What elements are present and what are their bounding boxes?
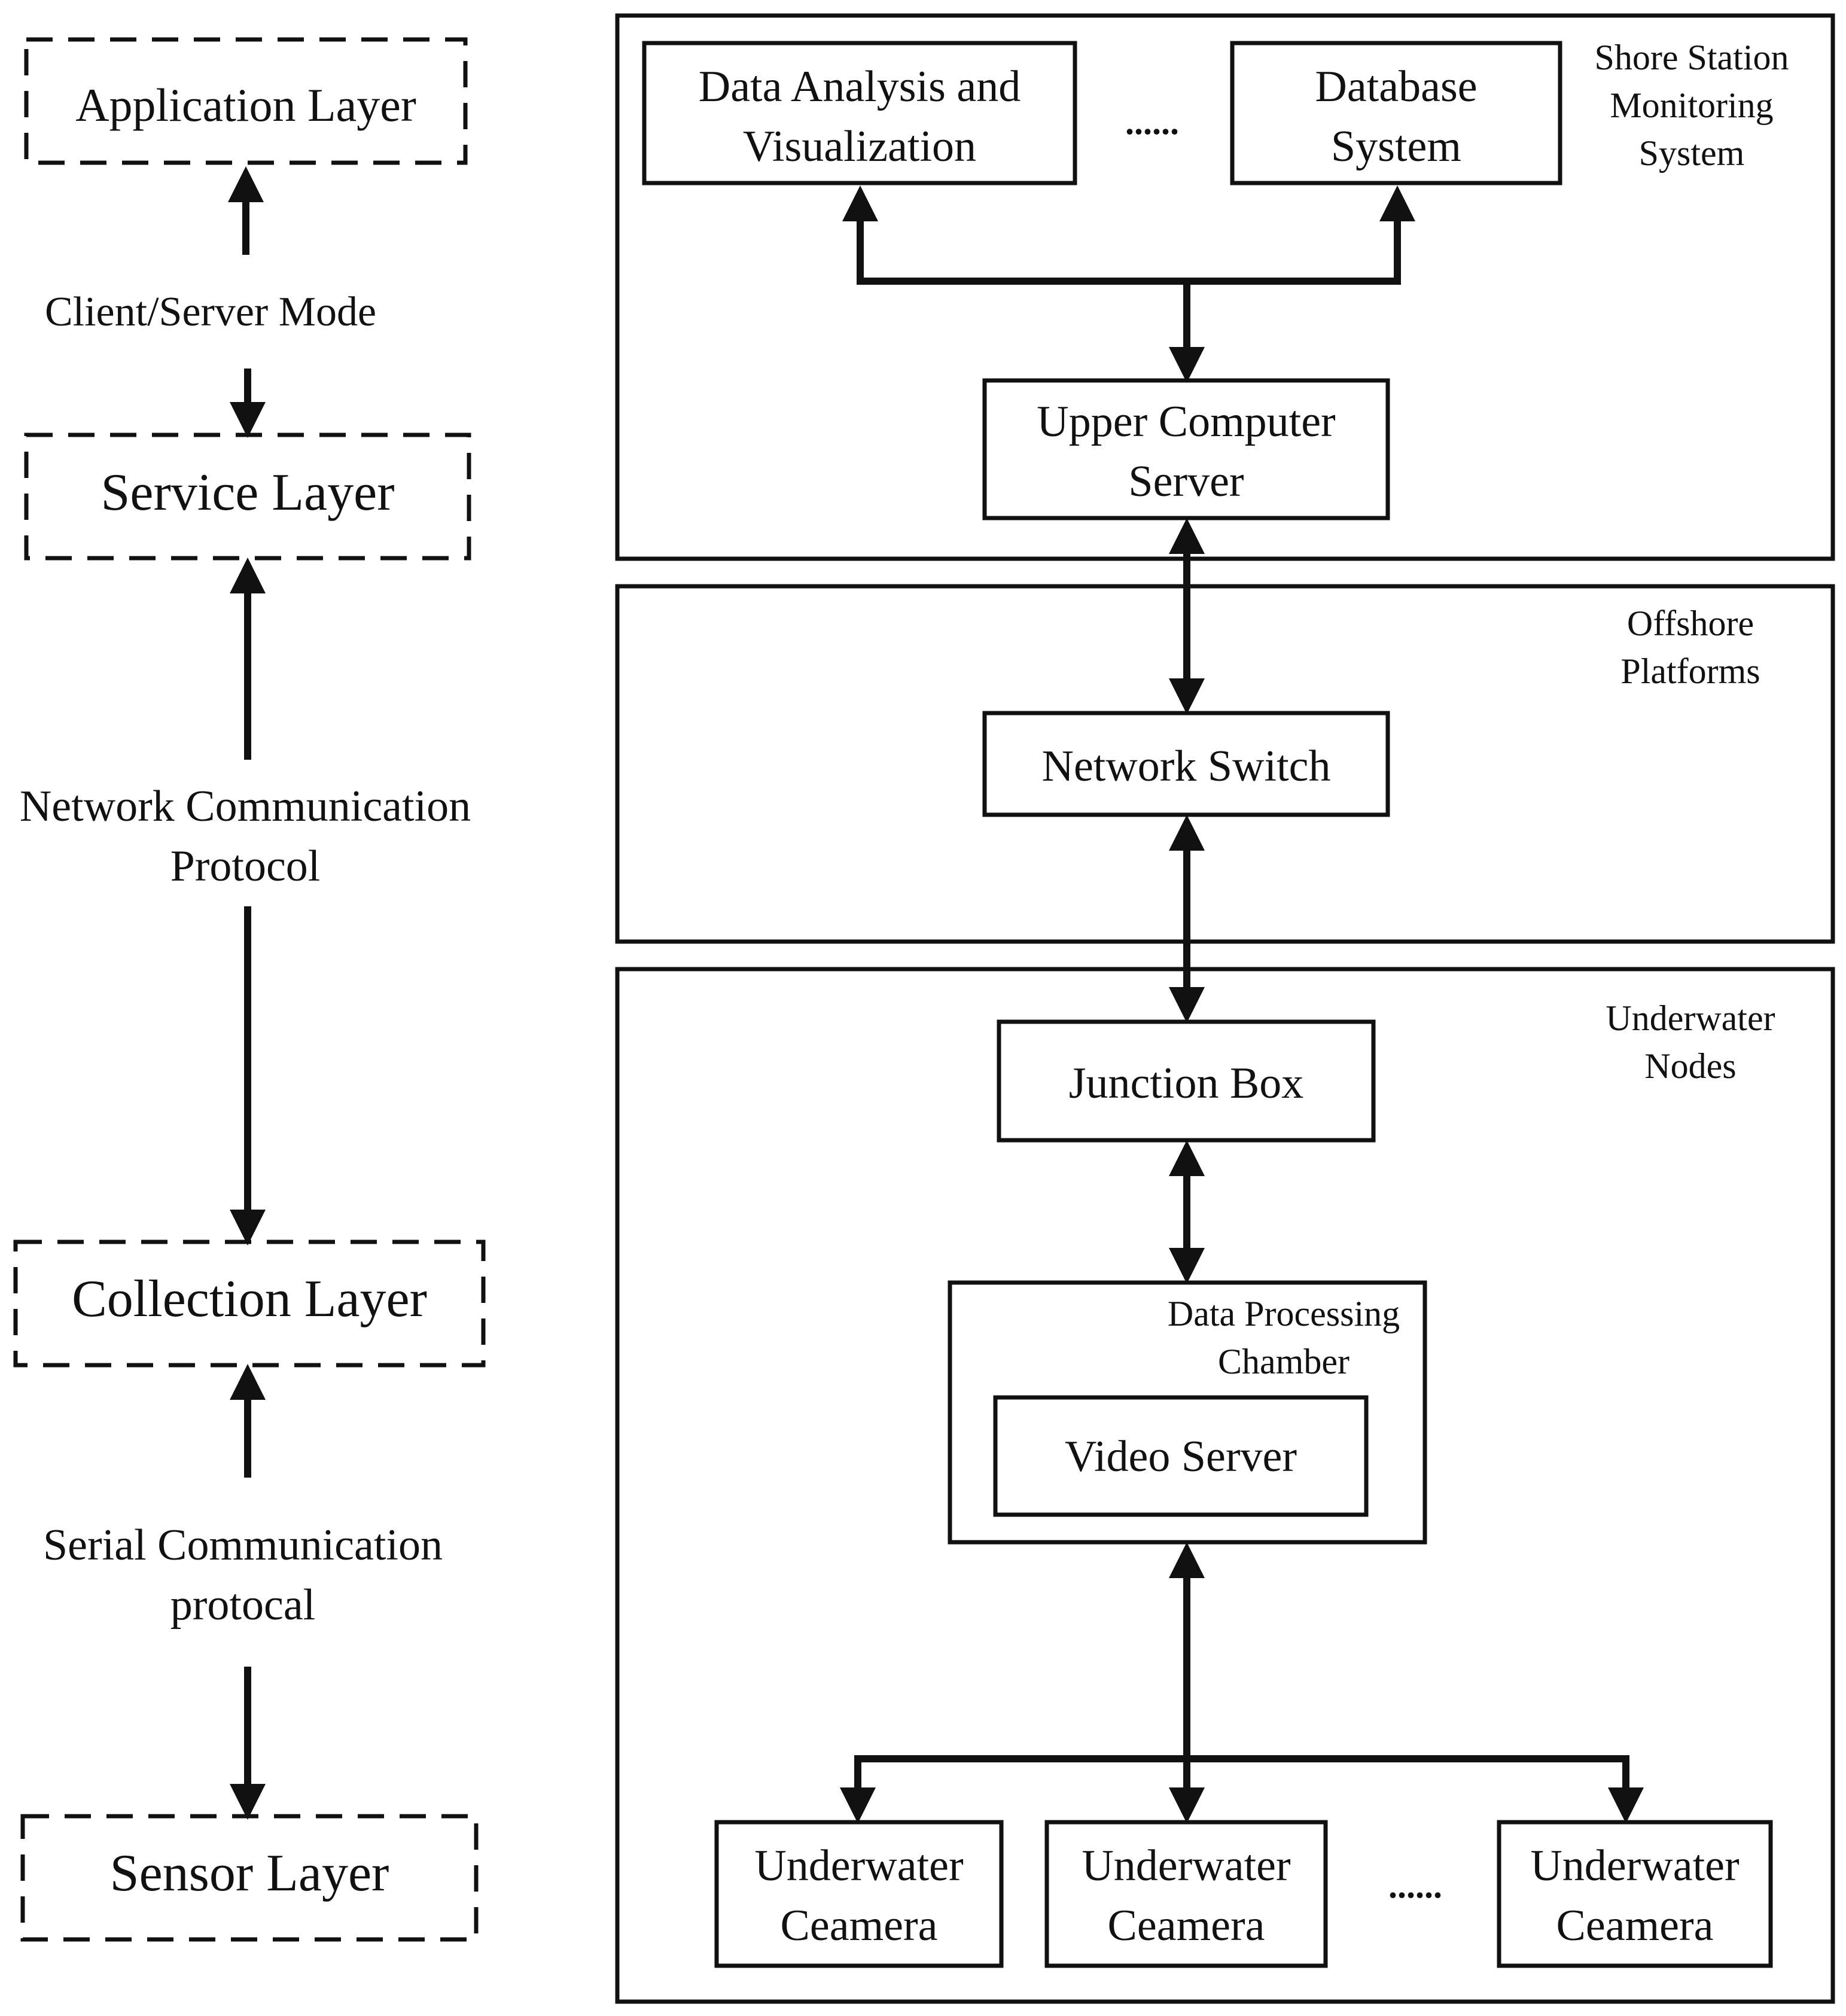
underwater-camera-1 — [714, 1820, 1004, 1968]
shore-station-frame — [615, 13, 1835, 561]
offshore-title-line1: Offshore — [1627, 604, 1754, 643]
underwater-nodes-frame — [615, 967, 1835, 2004]
data-analysis-box — [642, 41, 1077, 185]
database-box — [1230, 41, 1562, 185]
video-server-label: Video Server — [1065, 1432, 1297, 1481]
shore-station-title-line2: Monitoring — [1610, 86, 1773, 125]
chamber-title-line2: Chamber — [1218, 1342, 1350, 1381]
shore-ellipsis: ...... — [1125, 102, 1179, 142]
client-server-mode-label: Client/Server Mode — [45, 289, 376, 335]
underwater-title-line2: Nodes — [1644, 1046, 1736, 1086]
underwater-title-line1: Underwater — [1606, 998, 1775, 1038]
offshore-platform-frame — [615, 584, 1835, 944]
serial-protocol-label-line2: protocal — [170, 1580, 315, 1630]
data-analysis-label-line1: Data Analysis and — [699, 62, 1021, 111]
sensor-layer-label: Sensor Layer — [110, 1844, 389, 1902]
upper-computer-label-line1: Upper Computer — [1037, 397, 1335, 446]
network-protocol-label-line2: Protocol — [170, 842, 321, 891]
junction-box-label: Junction Box — [1069, 1059, 1304, 1108]
network-protocol-label-line1: Network Communication — [20, 782, 471, 831]
video-server-box — [993, 1395, 1369, 1517]
serial-protocol-label-line1: Serial Communication — [43, 1521, 443, 1570]
upper-computer-label-line2: Server — [1128, 457, 1244, 506]
shore-station-title-line1: Shore Station — [1595, 38, 1789, 77]
underwater-camera-3 — [1497, 1820, 1773, 1968]
camera-1-label-line2: Ceamera — [781, 1901, 938, 1950]
offshore-title-line2: Platforms — [1620, 651, 1760, 691]
application-layer-label: Application Layer — [75, 79, 416, 131]
shore-station-title-line3: System — [1639, 133, 1745, 173]
database-label-line2: System — [1331, 122, 1461, 171]
camera-2-label-line2: Ceamera — [1108, 1901, 1265, 1950]
camera-3-label-line2: Ceamera — [1556, 1901, 1714, 1950]
camera-1-label-line1: Underwater — [754, 1841, 963, 1890]
database-label-line1: Database — [1315, 62, 1477, 111]
network-switch-label: Network Switch — [1042, 742, 1331, 791]
chamber-title-line1: Data Processing — [1168, 1294, 1400, 1333]
service-layer-label: Service Layer — [100, 464, 394, 522]
underwater-camera-2 — [1044, 1820, 1328, 1968]
collection-layer-label: Collection Layer — [72, 1270, 427, 1328]
camera-3-label-line1: Underwater — [1530, 1841, 1739, 1890]
data-analysis-label-line2: Visualization — [743, 122, 976, 171]
camera-2-label-line1: Underwater — [1082, 1841, 1290, 1890]
application-layer-box — [24, 37, 468, 165]
camera-ellipsis: ...... — [1388, 1866, 1442, 1905]
